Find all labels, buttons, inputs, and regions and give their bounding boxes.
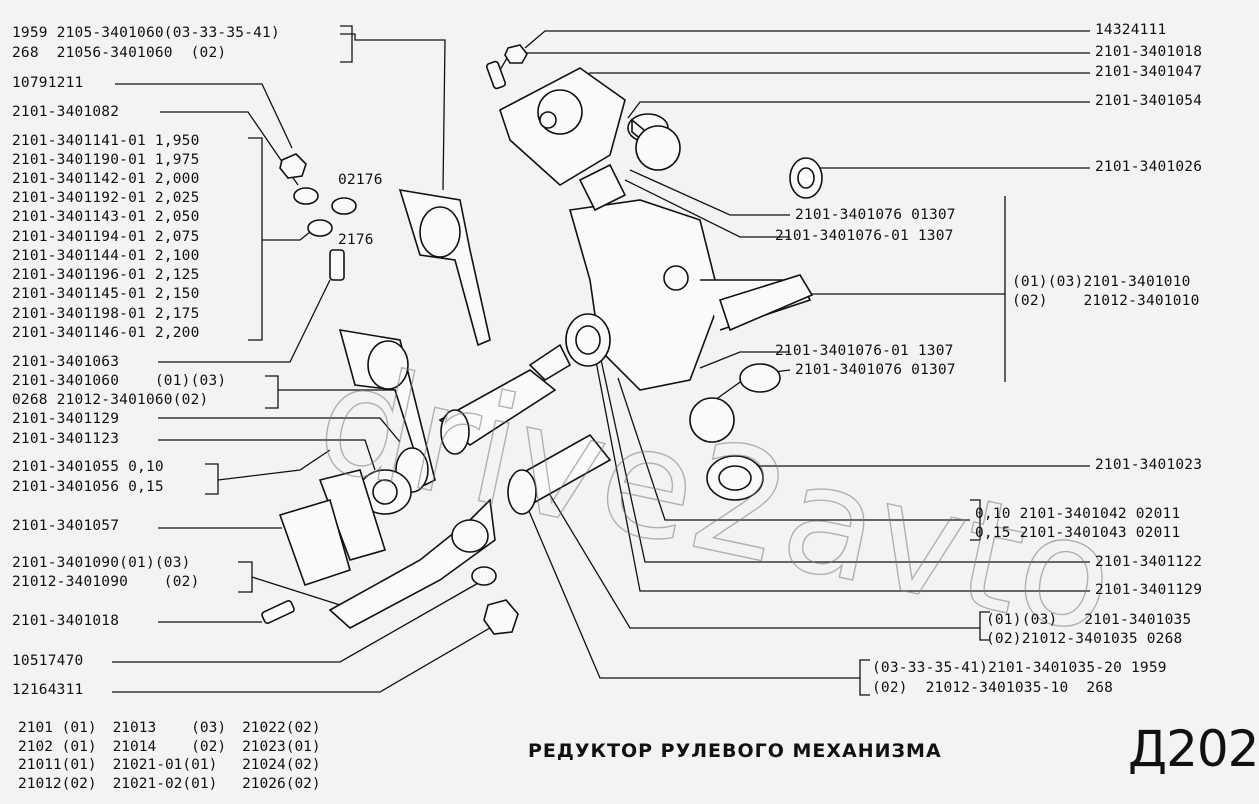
table-row: 21012(02) 21021-02(01) 21026(02) <box>18 776 337 795</box>
label-right: 2101-3401026 <box>1095 159 1203 175</box>
label-left: 2101-3401018 <box>12 613 120 629</box>
label-right: (01)(03) 2101-3401035 <box>986 612 1192 628</box>
label-left: 2101-3401141-01 1,950 <box>12 133 200 149</box>
label-left: 2101-3401194-01 2,075 <box>12 229 200 245</box>
table-row: 2101 (01) 21013 (03) 21022(02) <box>18 720 337 739</box>
label-left: 2101-3401063 <box>12 354 120 370</box>
table-cell: 21021-01(01) <box>112 757 218 773</box>
label-left: 2101-3401123 <box>12 431 120 447</box>
label-left: 2101-3401146-01 2,200 <box>12 325 200 341</box>
model-applicability-table: 2101 (01) 21013 (03) 21022(02) 2102 (01)… <box>18 720 337 794</box>
table-cell: 21022(02) <box>242 720 321 736</box>
table-cell: 21012(02) <box>18 775 97 792</box>
label-left: 268 21056-3401060 (02) <box>12 45 227 61</box>
label-left: 2101-3401082 <box>12 104 120 120</box>
table-cell: 21026(02) <box>242 775 321 792</box>
table-cell: 2102 (01) <box>18 738 97 755</box>
diagram-title: РЕДУКТОР РУЛЕВОГО МЕХАНИЗМА <box>528 740 942 762</box>
label-right: 2101-3401018 <box>1095 44 1203 60</box>
label-left: 10791211 <box>12 75 84 91</box>
label-left: 2101-3401090(01)(03) <box>12 555 191 571</box>
label-left: 2101-3401145-01 2,150 <box>12 286 200 302</box>
label-right: (02) 21012-3401010 <box>1012 293 1200 309</box>
table-cell: 2101 (01) <box>18 720 97 736</box>
label-left: 2101-3401196-01 2,125 <box>12 267 200 283</box>
table-cell: 21024(02) <box>242 757 321 773</box>
label-left: 0268 21012-3401060(02) <box>12 392 209 408</box>
diagram-code: Д202 <box>1128 720 1259 778</box>
label-right: (03-33-35-41)2101-3401035-20 1959 <box>872 660 1167 676</box>
table-cell: 21021-02(01) <box>112 775 218 792</box>
label-right: 0,10 2101-3401042 02011 <box>975 506 1181 522</box>
label-right: 0,15 2101-3401043 02011 <box>975 525 1181 541</box>
label-left: 2101-3401129 <box>12 411 120 427</box>
label-left: 2101-3401055 0,10 <box>12 459 164 475</box>
label-center: 2176 <box>338 232 374 248</box>
label-left: 10517470 <box>12 653 84 669</box>
table-cell: 21011(01) <box>18 757 97 773</box>
label-left: 2101-3401057 <box>12 518 120 534</box>
label-left: 2101-3401056 0,15 <box>12 479 164 495</box>
table-row: 21011(01) 21021-01(01) 21024(02) <box>18 757 337 776</box>
label-left: 2101-3401190-01 1,975 <box>12 152 200 168</box>
table-cell: 21013 (03) <box>112 720 227 736</box>
label-right: 2101-3401076 01307 <box>795 362 956 378</box>
label-right: 2101-3401076 01307 <box>795 207 956 223</box>
label-right: (01)(03)2101-3401010 <box>1012 274 1191 290</box>
label-right: (02) 21012-3401035-10 268 <box>872 680 1114 696</box>
label-right: 2101-3401054 <box>1095 93 1203 109</box>
label-left: 2101-3401060 (01)(03) <box>12 373 227 389</box>
label-left: 1959 2105-3401060(03-33-35-41) <box>12 25 280 41</box>
label-left: 2101-3401198-01 2,175 <box>12 306 200 322</box>
label-right: 2101-3401122 <box>1095 554 1203 570</box>
label-right: 2101-3401076-01 1307 <box>775 228 954 244</box>
label-right: 14324111 <box>1095 22 1167 38</box>
label-left: 2101-3401142-01 2,000 <box>12 171 200 187</box>
table-row: 2102 (01) 21014 (02) 21023(01) <box>18 739 337 758</box>
label-left: 2101-3401143-01 2,050 <box>12 209 200 225</box>
label-right: (02)21012-3401035 0268 <box>986 631 1183 647</box>
label-right: 2101-3401129 <box>1095 582 1203 598</box>
table-cell: 21023(01) <box>242 738 321 755</box>
label-left: 2101-3401144-01 2,100 <box>12 248 200 264</box>
table-cell: 21014 (02) <box>112 738 227 755</box>
label-left: 2101-3401192-01 2,025 <box>12 190 200 206</box>
label-right: 2101-3401076-01 1307 <box>775 343 954 359</box>
label-right: 2101-3401047 <box>1095 64 1203 80</box>
label-left: 21012-3401090 (02) <box>12 574 200 590</box>
label-right: 2101-3401023 <box>1095 457 1203 473</box>
label-left: 12164311 <box>12 682 84 698</box>
label-center: 02176 <box>338 172 383 188</box>
